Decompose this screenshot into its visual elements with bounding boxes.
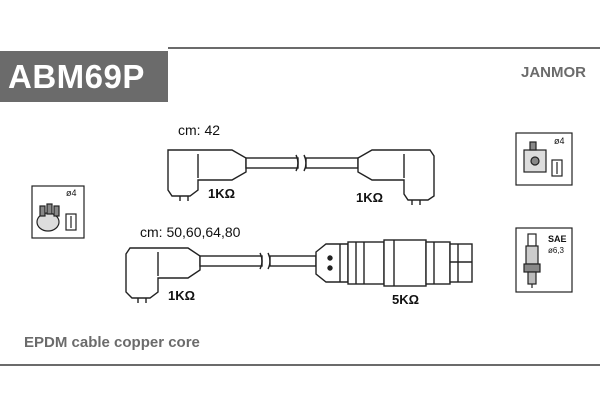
cable-2-wire-a — [199, 255, 263, 267]
spark-plug-diameter-label: ø6,3 — [548, 246, 565, 255]
spark-plug-icon — [515, 227, 573, 293]
cable-2-left-resistance: 1KΩ — [168, 288, 196, 303]
product-code: ABM69P — [0, 52, 168, 102]
cable-2-left-boot — [125, 247, 201, 299]
cable-1-right-boot — [357, 149, 435, 201]
cable-2-length-label: cm: 50,60,64,80 — [140, 224, 241, 240]
coil-icon — [515, 132, 573, 186]
distributor-diameter-label: ø4 — [66, 188, 77, 198]
cable-2-right-resistance: 5KΩ — [392, 292, 420, 307]
cable-1-left-boot — [167, 149, 247, 197]
cable-2 — [125, 239, 473, 303]
cable-1-right-resistance: 1KΩ — [356, 190, 384, 205]
cable-1-wire-a — [245, 157, 299, 169]
cable-1-wire-b — [305, 157, 359, 169]
brand-name: JANMOR — [520, 64, 586, 81]
distributor-icon — [31, 185, 85, 239]
cable-1-left-resistance: 1KΩ — [208, 186, 236, 201]
cable-2-wire-b — [269, 255, 317, 267]
coil-diameter-label: ø4 — [554, 136, 565, 146]
spark-plug-standard-label: SAE — [548, 234, 567, 244]
cable-1 — [167, 149, 435, 205]
cable-2-right-connector — [315, 243, 349, 283]
cable-description: EPDM cable copper core — [24, 334, 200, 351]
cable-1-length-label: cm: 42 — [178, 122, 221, 138]
